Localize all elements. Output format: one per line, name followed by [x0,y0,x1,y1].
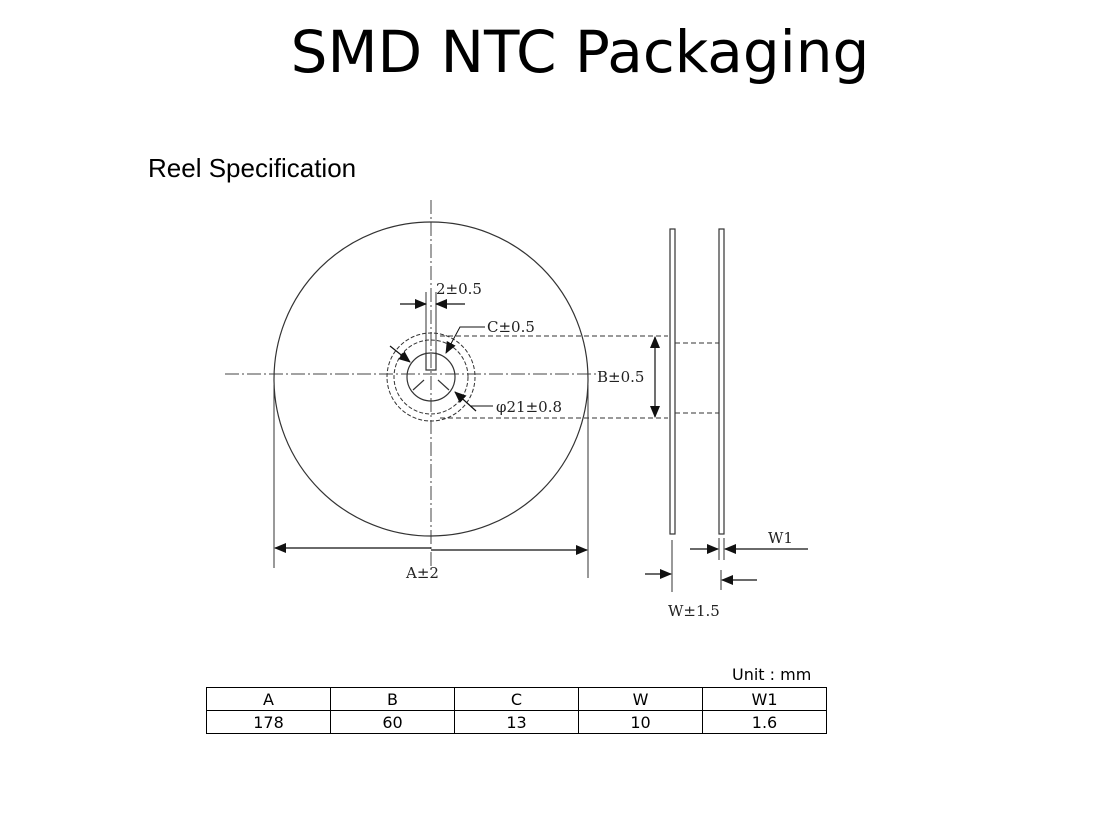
unit-label: Unit : mm [732,665,812,684]
section-subtitle: Reel Specification [148,153,357,183]
spec-table: A B C W W1 178 60 13 10 1.6 [206,687,827,734]
hub-circle [406,352,456,402]
table-header-w1: W1 [702,687,827,711]
table-cell-c: 13 [454,710,579,734]
c-dimension-label: C±0.5 [487,318,535,336]
w1-dimension-label: W1 [768,529,793,547]
table-cell-b: 60 [330,710,455,734]
table-cell-w1: 1.6 [702,710,827,734]
reel-outer-circle [273,221,589,537]
c-leader-line [445,326,485,354]
hub-spoke-left [412,379,425,391]
w-dimension-label: W±1.5 [668,602,720,620]
side-flange-left [669,228,676,535]
hub-outer-dashed-circle [386,332,476,422]
hub-arrow-lower-right [454,391,477,412]
page-title: SMD NTC Packaging [290,18,870,86]
table-header-a: A [206,687,331,711]
table-header-w: W [578,687,703,711]
hub-spoke-right [437,379,450,391]
table-header-b: B [330,687,455,711]
hub-slot [425,352,437,371]
table-row: 178 60 13 10 1.6 [206,710,827,734]
hub-inner-dashed-circle [393,339,469,415]
side-flange-right [718,228,725,535]
hub-arrow-upper-left [389,345,411,363]
hub-diameter-label: φ21±0.8 [496,398,562,416]
table-header-row: A B C W W1 [206,687,827,711]
table-header-c: C [454,687,579,711]
table-cell-w: 10 [578,710,703,734]
a-dimension-label: A±2 [405,564,439,582]
slot-dimension-label: 2±0.5 [436,280,482,298]
table-cell-a: 178 [206,710,331,734]
b-dimension-label: B±0.5 [597,368,644,386]
